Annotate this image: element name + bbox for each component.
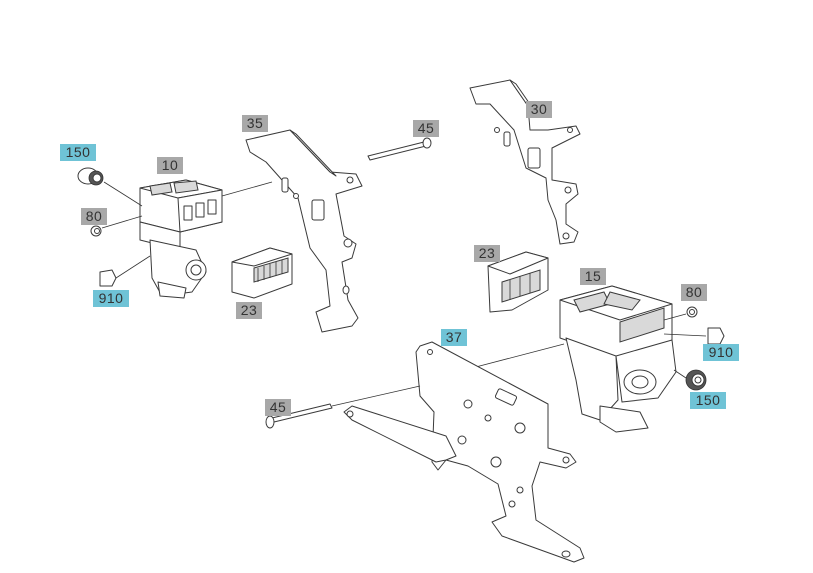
callout-910-right[interactable]: 910 [703,344,739,361]
fitting-150-right [673,369,707,391]
callout-150-right[interactable]: 150 [690,392,726,409]
cap-910-left [99,255,151,287]
callout-80-right[interactable]: 80 [681,284,707,301]
callout-23-left[interactable]: 23 [236,302,262,319]
pin-45-lower [265,385,421,429]
callout-30[interactable]: 30 [526,101,552,118]
bracket-30 [469,79,581,245]
callout-45-lower[interactable]: 45 [265,399,291,416]
callout-37[interactable]: 37 [441,329,467,346]
module-23-left [231,247,293,299]
bracket-35 [245,129,363,333]
callout-35[interactable]: 35 [242,115,268,132]
plug-80-left [90,215,143,237]
leader-10-to-35 [221,181,273,197]
valve-unit-15 [559,285,677,433]
callout-910-left[interactable]: 910 [93,290,129,307]
leader-15-to-37 [471,343,565,369]
valve-unit-10 [139,179,223,299]
cap-910-right [663,327,725,345]
callout-23-right[interactable]: 23 [474,245,500,262]
module-23-right [487,251,549,313]
pin-45-upper [367,137,432,161]
fitting-150-left [77,167,143,207]
bracket-37 [343,341,585,563]
callout-80-left[interactable]: 80 [81,208,107,225]
callout-10[interactable]: 10 [157,157,183,174]
callout-15[interactable]: 15 [580,268,606,285]
callout-150-left[interactable]: 150 [60,144,96,161]
plug-80-right [663,306,698,321]
callout-45-upper[interactable]: 45 [413,120,439,137]
